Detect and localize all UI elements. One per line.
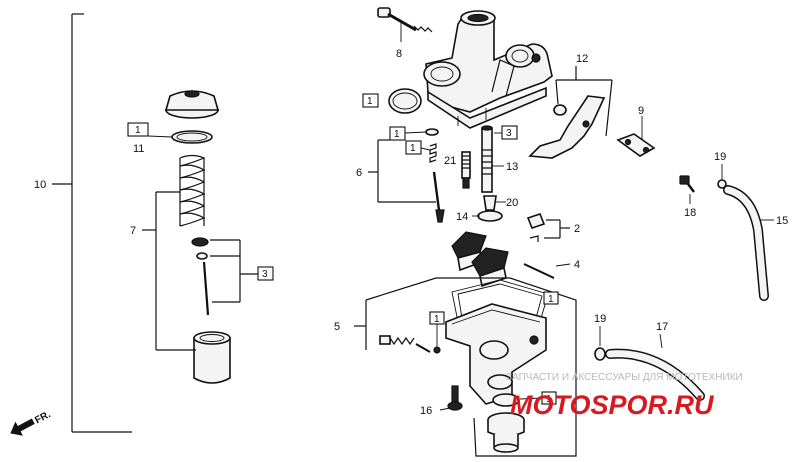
boxed-label [405,140,422,155]
boxed-label-3: 3 [262,269,268,280]
float-assembly [451,231,509,288]
bracket-5 [354,277,577,457]
watermark-caption: ЗАПЧАСТИ И АКСЕССУАРЫ ДЛЯ МОТОТЕХНИКИ [506,372,743,383]
bracket-12 [555,66,613,137]
tube-clip-19-bottom [594,347,606,361]
throttle-spring [179,154,206,227]
throttle-slide [193,331,231,384]
boxed-label [501,125,518,140]
callout-5: 5 [334,321,340,333]
bracket-3-left [210,239,258,303]
callout-11: 11 [133,143,144,155]
callout-18: 18 [684,207,696,219]
boxed-label-1-clip: 1 [410,143,416,154]
boxed-label [257,266,274,281]
callout-7: 7 [130,225,136,237]
throttle-stop-screw [377,7,433,33]
main-jet [477,195,503,222]
bracket-2 [544,219,570,239]
boxed-label-1: 1 [135,125,141,136]
callout-19-bottom: 19 [594,313,606,325]
carburetor-top-cap [164,90,220,119]
callout-20: 20 [506,197,518,209]
boxed-label-1-drain-o-ring: 1 [546,394,552,405]
callout-12: 12 [576,53,588,65]
callout-15: 15 [776,215,788,227]
bracket-7 [142,191,196,351]
boxed-label-1-air-screw: 1 [434,314,440,325]
needle-jet-holder [481,125,493,193]
boxed-label-1-gasket: 1 [548,294,554,305]
float-bowl [445,303,547,405]
watermark-logo: MOTOSPOR.RU [510,390,715,420]
front-direction-arrow: FR. [10,409,53,436]
callout-6: 6 [356,167,362,179]
boxed-label [389,126,406,141]
air-screw [379,335,431,353]
drain-screw-18 [679,175,695,193]
callout-8: 8 [396,48,402,60]
jet-needle-parts [191,237,210,316]
left-bracket-assembly-10 [52,13,132,433]
float-pin-parts [523,213,555,279]
drain-screw-17 [447,385,463,411]
fr-marker-label: FR. [33,409,53,426]
callout-2: 2 [574,223,580,235]
carburetor-body [423,10,553,129]
callout-17: 16 [420,405,432,417]
bracket-6 [368,139,436,203]
choke-lever-12 [528,95,606,159]
boxed-label [543,291,559,305]
boxed-label [362,93,379,108]
link-plate-9 [616,133,656,157]
boxed-label-1-oring: 1 [367,96,373,107]
drain-tube-16 [605,348,705,401]
float-valve [429,143,445,223]
callout-10: 10 [34,179,46,191]
drain-plug-o-ring [492,393,520,407]
callout-4: 4 [574,259,580,271]
boxed-label-3-needle-jet: 3 [506,128,512,139]
vent-tube-15 [723,185,769,301]
boxed-label-1-float-valve-seat: 1 [394,129,400,140]
callout-19-top: 19 [714,151,726,163]
slow-jet [461,151,471,189]
callout-16: 17 [656,321,668,333]
callout-14: 14 [456,211,468,223]
callout-21: 21 [444,155,456,167]
drain-plug [487,412,525,453]
boxed-label [127,122,149,137]
callout-9: 9 [638,105,644,117]
callout-13: 13 [506,161,518,173]
